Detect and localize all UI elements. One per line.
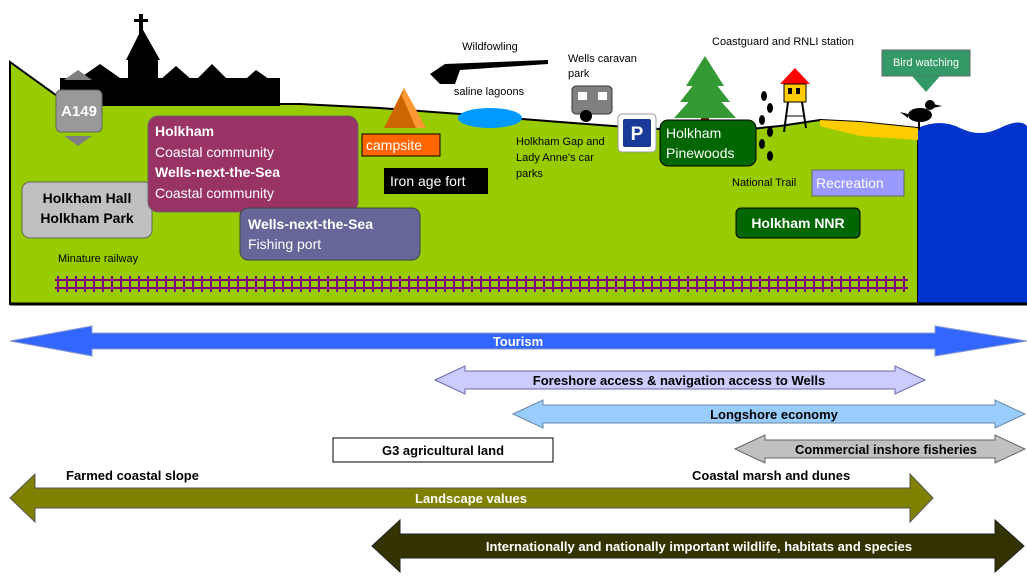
iron-age-fort-box: Iron age fort: [384, 168, 488, 194]
wildlife-arrow: Internationally and nationally important…: [371, 518, 1025, 574]
campsite-tent-icon: [384, 88, 426, 128]
bird-watching-callout: Bird watching: [881, 49, 971, 92]
railway-track: [55, 276, 908, 292]
g3-label: G3 agricultural land: [382, 443, 504, 458]
tourism-label: Tourism: [493, 334, 543, 349]
parking-sign-label: P: [631, 124, 644, 145]
landscape-panel: A149 Holkham Hall Holkham Park Holkham C…: [9, 14, 1027, 306]
recreation-box: Recreation: [811, 169, 905, 197]
wells-port-sub: Fishing port: [248, 236, 321, 252]
a149-label: A149: [61, 103, 97, 120]
caravan-label-line1: Wells caravan: [568, 53, 637, 65]
foreshore-arrow: Foreshore access & navigation access to …: [433, 365, 927, 395]
gap-label-line2: Lady Anne's car: [516, 152, 594, 164]
saline-lagoons-label: saline lagoons: [454, 86, 525, 98]
a149-road-sign: A149: [55, 70, 103, 146]
campsite-box: campsite: [361, 133, 441, 157]
caravan-icon: [571, 85, 613, 122]
wells-sub: Coastal community: [155, 185, 274, 201]
g3-box: G3 agricultural land: [332, 437, 554, 463]
sand-dune: [820, 120, 918, 140]
coastal-marsh-label: Coastal marsh and dunes: [692, 468, 850, 483]
wells-title: Wells-next-the-Sea: [155, 164, 280, 180]
foreshore-label: Foreshore access & navigation access to …: [533, 373, 825, 388]
holkham-title: Holkham: [155, 123, 214, 139]
longshore-arrow: Longshore economy: [511, 399, 1027, 429]
pinewoods-box: Holkham Pinewoods: [659, 119, 757, 167]
holkham-hall-label: Holkham Hall: [43, 190, 132, 206]
pinewoods-line1: Holkham: [666, 125, 721, 141]
coastal-community-box: Holkham Coastal community Wells-next-the…: [147, 115, 359, 213]
pine-tree-icon: [674, 56, 736, 128]
wildlife-label: Internationally and nationally important…: [486, 539, 912, 554]
footprints-icon: [759, 91, 773, 161]
saline-lagoon-shape: [458, 108, 522, 128]
bird-icon: [900, 100, 942, 130]
coastguard-label: Coastguard and RNLI station: [712, 36, 854, 48]
gap-label-line1: Holkham Gap and: [516, 136, 605, 148]
national-trail-label: National Trail: [732, 177, 796, 189]
coastguard-tower-icon: [780, 68, 810, 133]
landscape-arrow: Landscape values: [9, 472, 934, 524]
minature-railway-label: Minature railway: [58, 253, 139, 265]
recreation-label: Recreation: [816, 175, 884, 191]
shotgun-icon: [430, 60, 548, 84]
sea-area: [918, 122, 1027, 304]
bird-watching-label: Bird watching: [893, 57, 959, 69]
landscape-label: Landscape values: [415, 491, 527, 506]
wells-port-title: Wells-next-the-Sea: [248, 216, 373, 232]
iron-age-fort-label: Iron age fort: [390, 173, 466, 189]
fishing-port-box: Wells-next-the-Sea Fishing port: [239, 207, 421, 261]
nnr-box: Holkham NNR: [735, 207, 861, 239]
fisheries-arrow: Commercial inshore fisheries: [733, 434, 1027, 464]
caravan-label-line2: park: [568, 68, 590, 80]
longshore-label: Longshore economy: [710, 407, 839, 422]
fisheries-label: Commercial inshore fisheries: [795, 442, 977, 457]
farmed-slope-label: Farmed coastal slope: [66, 468, 199, 483]
tourism-arrow: Tourism: [9, 325, 1027, 357]
holkham-park-label: Holkham Park: [40, 210, 134, 226]
gap-label-line3: parks: [516, 168, 543, 180]
wildfowling-label: Wildfowling: [462, 41, 518, 53]
nnr-label: Holkham NNR: [751, 215, 844, 231]
campsite-label: campsite: [366, 137, 422, 153]
holkham-hall-box: Holkham Hall Holkham Park: [21, 181, 153, 239]
pinewoods-line2: Pinewoods: [666, 145, 735, 161]
parking-sign-icon: P: [617, 113, 657, 153]
holkham-sub: Coastal community: [155, 144, 274, 160]
